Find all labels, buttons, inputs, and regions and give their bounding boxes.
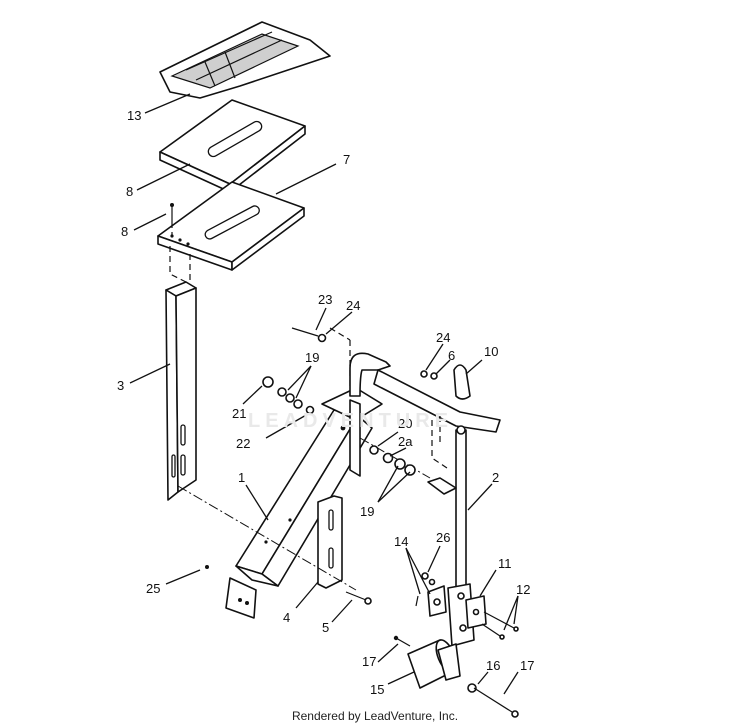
alignment-lines bbox=[177, 327, 431, 591]
part-15-roller bbox=[407, 639, 461, 689]
callout-25: 25 bbox=[146, 581, 160, 596]
part-8-plate bbox=[159, 99, 306, 193]
callout-10: 10 bbox=[484, 344, 498, 359]
part-3-support-bar bbox=[165, 246, 197, 501]
part-12-mat bbox=[159, 21, 331, 99]
callout-19-upper: 19 bbox=[305, 350, 319, 365]
callout-11: 11 bbox=[498, 556, 512, 571]
callout-12: 13 bbox=[127, 108, 141, 123]
part-7-bracket-plate bbox=[157, 181, 305, 271]
callout-2: 2 bbox=[492, 470, 499, 485]
callout-2a: 2a bbox=[398, 434, 413, 449]
callout-19-lower: 19 bbox=[360, 504, 374, 519]
callout-13: 12 bbox=[516, 582, 530, 597]
washer-stack bbox=[262, 327, 438, 476]
part-1-main-arm bbox=[225, 387, 383, 619]
callout-3: 3 bbox=[117, 378, 124, 393]
callout-16: 16 bbox=[486, 658, 500, 673]
callout-24-left: 24 bbox=[346, 298, 360, 313]
part-14-26-hardware bbox=[415, 572, 447, 617]
part-2-lever-assembly bbox=[349, 352, 501, 647]
leader-lines bbox=[129, 93, 519, 695]
callout-23: 23 bbox=[318, 292, 332, 307]
callout-18: 17 bbox=[362, 654, 376, 669]
callout-8: 8 bbox=[126, 184, 133, 199]
callout-1: 1 bbox=[238, 470, 245, 485]
part-13-bolts bbox=[481, 611, 519, 640]
callout-24-right: 24 bbox=[436, 330, 450, 345]
callout-15: 15 bbox=[370, 682, 384, 697]
callout-4: 4 bbox=[283, 610, 290, 625]
watermark: LEADVENTURE bbox=[248, 410, 454, 432]
callout-26: 26 bbox=[436, 530, 450, 545]
callout-20: 20 bbox=[398, 416, 412, 431]
part-5-25-hardware bbox=[205, 565, 372, 605]
callout-5: 5 bbox=[322, 620, 329, 635]
callout-22: 22 bbox=[236, 436, 250, 451]
part-10-knob bbox=[453, 364, 471, 400]
credit-text: Rendered by LeadVenture, Inc. bbox=[291, 709, 459, 723]
callout-6: 6 bbox=[448, 348, 455, 363]
part-11-bracket bbox=[465, 595, 487, 629]
callout-21: 21 bbox=[232, 406, 246, 421]
part-16-17-18-hardware bbox=[393, 635, 519, 718]
part-9-bolt bbox=[170, 203, 174, 236]
part-4-side-plate bbox=[317, 495, 343, 589]
callout-14: 14 bbox=[394, 534, 408, 549]
callout-17: 17 bbox=[520, 658, 534, 673]
callout-7: 7 bbox=[343, 152, 350, 167]
callout-labels: 13 8 7 8 3 1 4 5 25 23 24 19 21 22 24 6 … bbox=[117, 108, 534, 697]
callout-9: 8 bbox=[121, 224, 128, 239]
